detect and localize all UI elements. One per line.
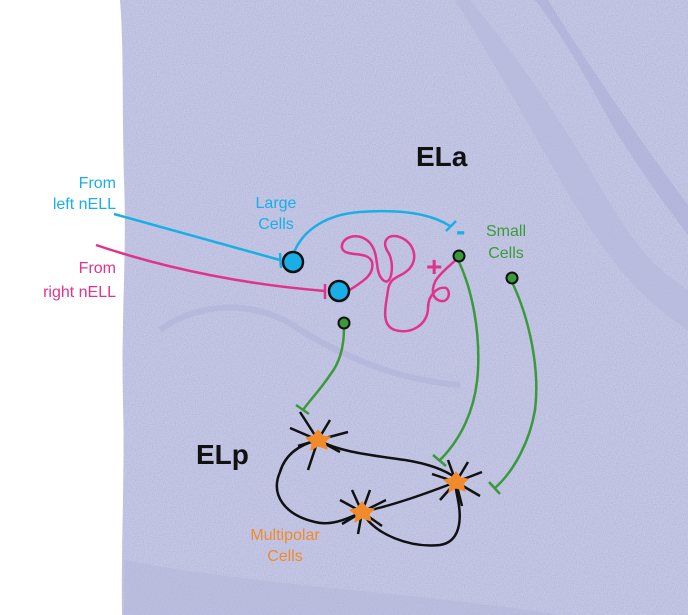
label-small-cells-line2: Cells (488, 245, 524, 262)
label-large-cells-line2: Cells (258, 216, 294, 233)
left-input-terminal (280, 253, 281, 268)
plus-sign: + (426, 251, 442, 282)
label-from-right-line1: From (79, 260, 116, 277)
small-cell-ela-center (454, 251, 465, 262)
label-from-right-line2: right nELL (43, 284, 116, 301)
label-from-left-line1: From (79, 175, 116, 192)
label-small-cells-line1: Small (486, 223, 526, 240)
region-label-elp: ELp (196, 439, 249, 470)
region-label-ela: ELa (416, 141, 468, 172)
large-cell-upper (283, 252, 303, 272)
minus-sign: - (456, 215, 465, 246)
label-from-left-line2: left nELL (53, 196, 116, 213)
label-multipolar-cells-line2: Cells (267, 548, 303, 565)
small-cell-ela-lower (339, 318, 350, 329)
small-cell-ela-right (507, 273, 518, 284)
label-multipolar-cells-line1: Multipolar (250, 527, 320, 544)
tissue-section (120, 0, 688, 615)
label-large-cells-line1: Large (256, 195, 297, 212)
large-cell-lower (329, 281, 349, 301)
